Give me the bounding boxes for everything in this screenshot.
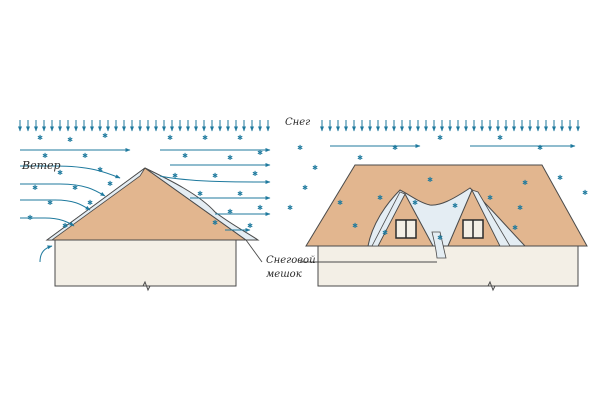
snow-drift-label: Снеговой: [266, 255, 316, 266]
snowflake-icon: ✱: [87, 199, 93, 207]
snowflake-icon: ✱: [352, 222, 358, 230]
snowflake-icon: ✱: [227, 154, 233, 162]
snowflake-icon: ✱: [452, 202, 458, 210]
snowflake-icon: ✱: [427, 176, 433, 184]
snowflake-icon: ✱: [257, 149, 263, 157]
snowflake-icon: ✱: [182, 152, 188, 160]
drift-label-leaders: [245, 239, 437, 263]
snowflake-icon: ✱: [247, 222, 253, 230]
left-house-wall-break: [142, 280, 151, 292]
snowflakes: ✱ ✱ ✱ ✱ ✱ ✱ ✱ ✱ ✱ ✱ ✱ ✱ ✱ ✱ ✱ ✱ ✱ ✱ ✱ ✱ ✱ ✱ ✱ ✱ ✱ ✱ ✱ ✱ ✱ ✱ ✱ ✱ ✱ ✱ ✱ ✱ ✱ ✱ ✱ ✱…: [27, 132, 588, 242]
snowflake-icon: ✱: [437, 134, 443, 142]
snowflake-icon: ✱: [82, 152, 88, 160]
snowflake-icon: ✱: [212, 172, 218, 180]
snowflake-icon: ✱: [42, 152, 48, 160]
right-house: [305, 164, 588, 292]
snowflake-icon: ✱: [212, 219, 218, 227]
snowflake-icon: ✱: [312, 164, 318, 172]
snow-arrows-left: [18, 120, 270, 132]
snowflake-icon: ✱: [237, 134, 243, 142]
snowflake-icon: ✱: [302, 184, 308, 192]
left-house: [45, 167, 260, 292]
snowflake-icon: ✱: [57, 169, 63, 177]
snowflake-icon: ✱: [582, 189, 588, 197]
snowflake-icon: ✱: [377, 194, 383, 202]
snowflake-icon: ✱: [297, 144, 303, 152]
snowflake-icon: ✱: [202, 134, 208, 142]
snowflake-icon: ✱: [27, 214, 33, 222]
left-house-wall: [54, 239, 237, 287]
snowflake-icon: ✱: [537, 144, 543, 152]
snowflake-icon: ✱: [107, 180, 113, 188]
snowflake-icon: ✱: [517, 204, 523, 212]
right-house-wall-break: [487, 280, 496, 292]
snowflake-icon: ✱: [62, 222, 68, 230]
snowflake-icon: ✱: [37, 134, 43, 142]
snowflake-icon: ✱: [357, 154, 363, 162]
snowflake-icon: ✱: [487, 194, 493, 202]
right-house-wall: [317, 245, 579, 287]
snow-label: Снег: [285, 117, 311, 128]
snowflake-icon: ✱: [167, 134, 173, 142]
snowflake-icon: ✱: [32, 184, 38, 192]
snow-arrows-right: [320, 120, 580, 132]
snowflake-icon: ✱: [237, 190, 243, 198]
snowflake-icon: ✱: [287, 204, 293, 212]
snowflake-icon: ✱: [72, 184, 78, 192]
wind-arrows: [20, 148, 271, 263]
snowflake-icon: ✱: [197, 190, 203, 198]
snowflake-icon: ✱: [227, 208, 233, 216]
snow-drift-label-2: мешок: [266, 269, 302, 280]
snowflake-icon: ✱: [257, 204, 263, 212]
snowflake-icon: ✱: [522, 179, 528, 187]
snowflake-icon: ✱: [102, 132, 108, 140]
snowflake-icon: ✱: [67, 136, 73, 144]
snowflake-icon: ✱: [557, 174, 563, 182]
snowflake-icon: ✱: [382, 229, 388, 237]
snowflake-icon: ✱: [392, 144, 398, 152]
snowflake-icon: ✱: [252, 170, 258, 178]
left-snow-drift: [144, 167, 260, 241]
wind-label: Ветер: [22, 159, 61, 172]
snowflake-icon: ✱: [437, 234, 443, 242]
snowflake-icon: ✱: [172, 172, 178, 180]
snowflake-icon: ✱: [512, 224, 518, 232]
snowflake-icon: ✱: [497, 134, 503, 142]
snowflake-icon: ✱: [97, 166, 103, 174]
snowflake-icon: ✱: [47, 199, 53, 207]
right-drift-tail: [431, 231, 447, 259]
snowflake-icon: ✱: [412, 199, 418, 207]
snowflake-icon: ✱: [337, 199, 343, 207]
